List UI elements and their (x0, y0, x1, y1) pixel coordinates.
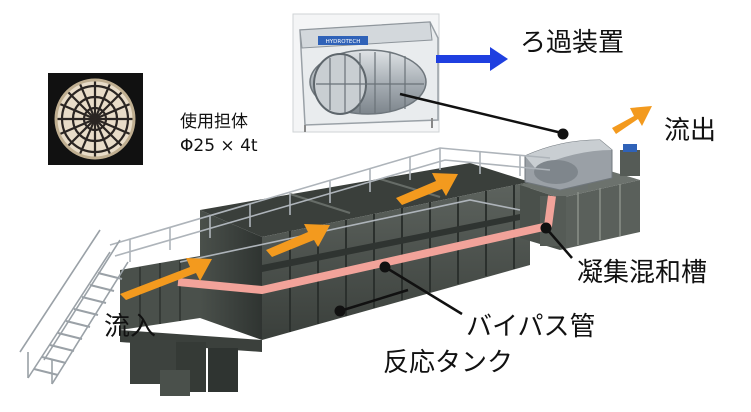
flow-arrow-inflow (120, 258, 212, 300)
label-carrier-line2: Φ25 × 4t (180, 136, 258, 156)
reaction-tank-leader-line (339, 288, 409, 313)
label-outflow: 流出 (664, 116, 717, 146)
railing (109, 147, 551, 263)
flow-arrow-outflow (612, 106, 652, 134)
label-filter-device: ろ過装置 (520, 28, 625, 58)
label-carrier: 使用担体 Φ25 × 4t (180, 110, 258, 158)
label-coagulation-tank: 凝集混和槽 (577, 258, 708, 288)
bypass-leader-line (384, 265, 463, 316)
label-inflow: 流入 (104, 312, 157, 342)
bypass-leader-dot (379, 261, 391, 273)
label-bypass-pipe: バイパス管 (466, 312, 596, 342)
reaction-tank-leader-dot (334, 305, 346, 317)
filter-device-image (292, 13, 440, 133)
coagulation-leader-line (545, 227, 573, 259)
coagulation-leader-dot (540, 222, 552, 234)
filter-leader-dot (557, 128, 569, 140)
staircase (19, 229, 129, 385)
drum-housing-image (524, 139, 613, 191)
label-carrier-line1: 使用担体 (180, 112, 248, 132)
bypass-pipe (177, 195, 556, 294)
filter-brand-text: HYDROTECH (326, 39, 361, 45)
filter-outlet-arrow (436, 47, 508, 71)
filter-leader-line (399, 92, 563, 135)
carrier-photo (48, 73, 143, 165)
label-reaction-tank: 反応タンク (383, 348, 514, 378)
flow-arrow-stage1 (266, 224, 330, 257)
flow-arrow-stage2 (396, 173, 458, 205)
